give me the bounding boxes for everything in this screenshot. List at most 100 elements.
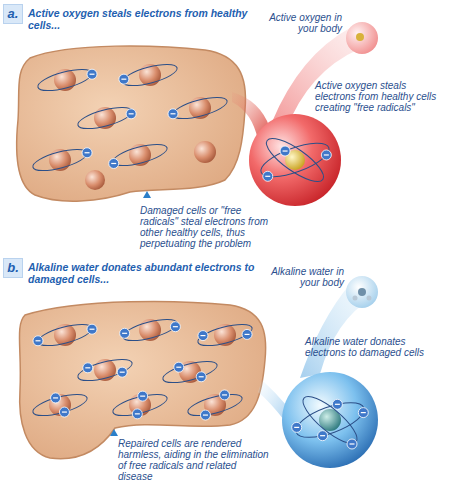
callout-text: Active oxygen in your body [266,12,342,34]
orbit [261,131,329,188]
minus-sign [350,443,355,444]
orbit [297,390,363,451]
atom [76,355,134,385]
minus-sign [140,396,145,397]
orbit [36,65,94,95]
nucleus [94,107,116,129]
orbit [76,103,134,133]
electron [332,399,342,409]
active-oxygen-small [346,22,378,54]
atom [33,320,97,350]
atom [194,141,216,163]
callout-text: Damaged cells or "free radicals" steal e… [140,205,280,249]
minus-sign [111,163,116,164]
minus-sign [320,435,325,436]
minus-sign [120,372,125,373]
atom [109,140,169,170]
minus-sign [283,150,288,151]
nucleus [139,64,161,86]
orbit [186,390,244,420]
minus-sign [222,394,227,395]
electron [347,439,357,449]
atom [161,357,219,387]
electron [87,69,97,79]
electron [263,171,273,181]
active-oxygen-small-core [356,33,364,41]
free-radical-sphere [249,114,341,206]
electron [318,431,328,441]
atom [85,170,105,190]
electron [220,390,230,400]
minus-sign [129,113,134,114]
minus-sign [121,79,126,80]
atom [111,390,169,420]
atom [168,93,229,123]
electron [138,391,148,401]
cell-blob [19,301,265,458]
minus-sign [171,113,176,114]
nucleus [139,319,161,341]
minus-sign [122,333,127,334]
atom [297,390,363,451]
electron [242,329,252,339]
electron [83,363,93,373]
electron [280,146,290,156]
electron [170,322,180,332]
panel-badge: b. [3,258,23,278]
electron [33,336,43,346]
electron [168,109,178,119]
orbit [196,320,254,350]
atom [76,103,136,133]
orbit [121,315,179,345]
electron [174,362,184,372]
nucleus [94,359,116,381]
orbit [121,60,179,90]
callout-text: Alkaline water donates electrons to dama… [305,336,440,358]
minus-sign [265,176,270,177]
atom [36,65,97,95]
atom [31,145,92,175]
minus-sign [135,413,140,414]
minus-sign [176,367,181,368]
electron [82,148,92,158]
orbit [31,390,89,420]
panel-letter: b. [7,261,22,275]
orbit [111,140,169,170]
minus-sign [245,334,250,335]
cell-blob [17,46,246,201]
minus-sign [324,154,329,155]
nucleus [194,141,216,163]
orbit [257,136,333,183]
big-blue-sphere [282,372,378,468]
atom [120,315,181,345]
electron [51,393,61,403]
callout-text: Alkaline water in your body [266,266,344,288]
pointer-triangle [143,191,151,198]
nucleus [54,324,76,346]
minus-sign [173,326,178,327]
electron [109,158,119,168]
atom [31,390,89,420]
electron [120,328,130,338]
electron [59,407,69,417]
electron [358,408,368,418]
orbit [111,390,169,420]
atom [196,320,254,350]
nucleus [214,324,236,346]
minus-sign [89,74,94,75]
atom [119,60,179,90]
orbit [36,320,94,350]
nucleus [129,144,151,166]
alkaline-water-small [346,276,378,308]
orbit [171,93,229,123]
electron [132,409,142,419]
orbit [76,355,134,385]
electron [117,367,127,377]
orbit [161,357,219,387]
electron [200,410,210,420]
nucleus [85,170,105,190]
panel-heading: Active oxygen steals electrons from heal… [28,7,263,31]
minus-sign [36,340,41,341]
electron [292,422,302,432]
